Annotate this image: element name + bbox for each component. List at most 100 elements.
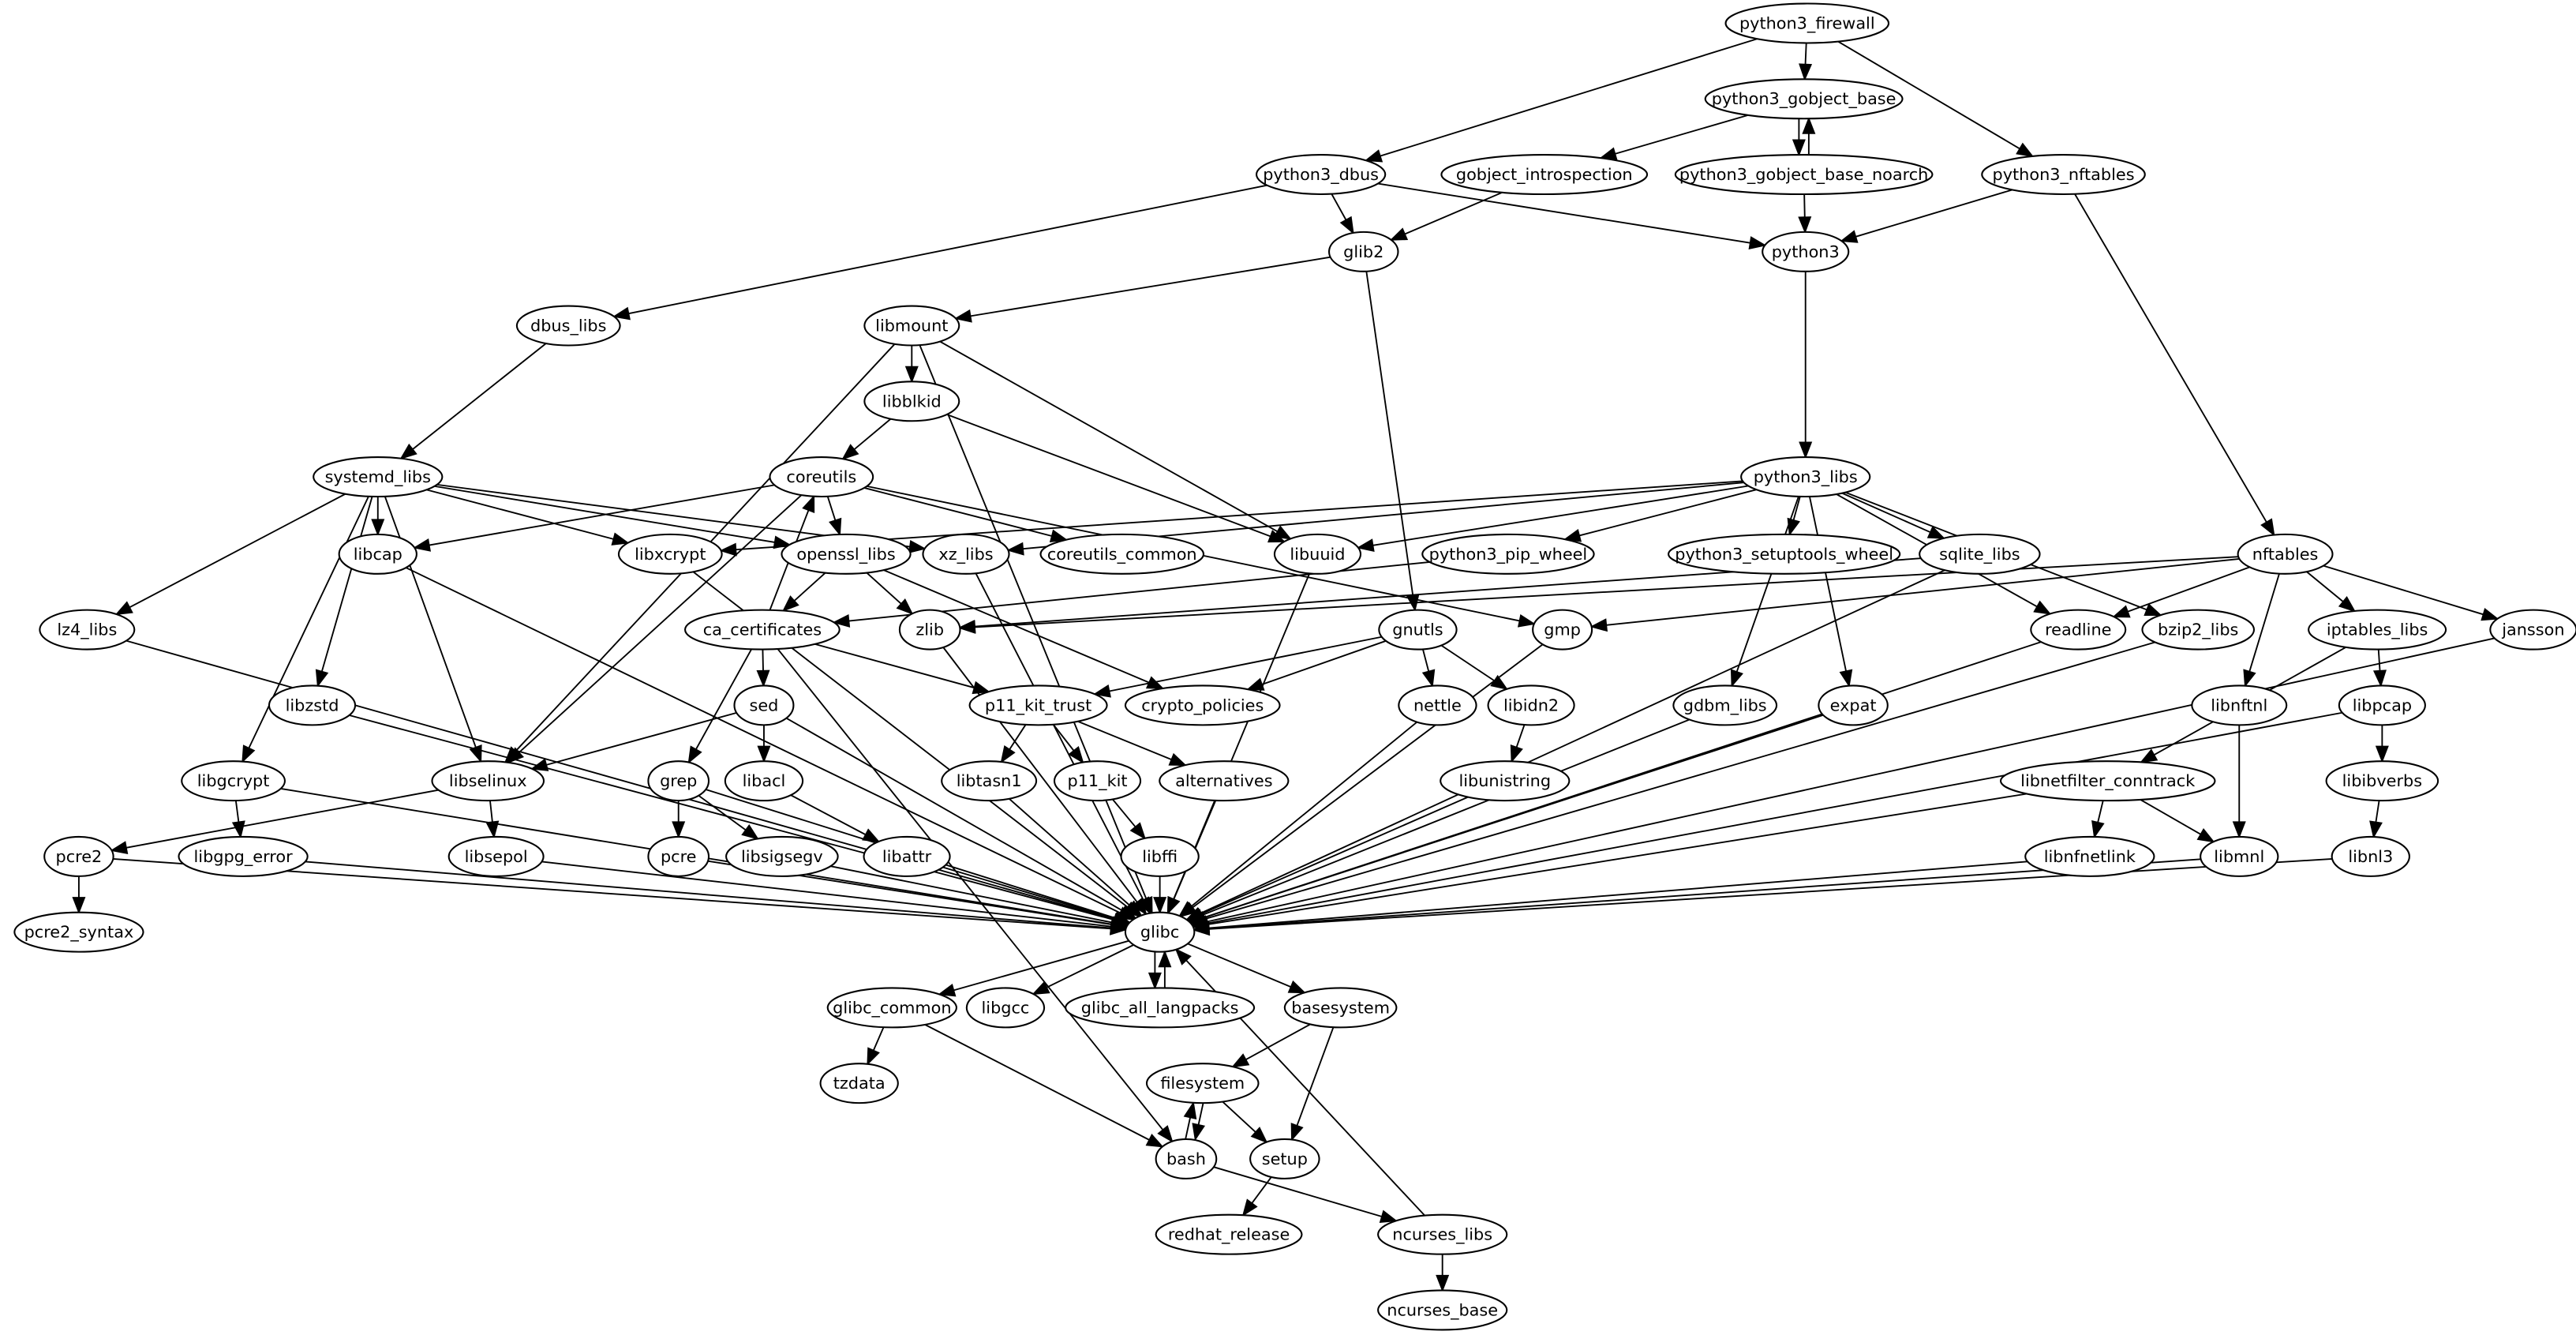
- node-shape: [863, 381, 960, 422]
- node-sqlite-libs: sqlite_libs: [1919, 533, 2041, 575]
- edge-nftables-to-readline: [2112, 566, 2250, 618]
- node-label: openssl_libs: [796, 545, 895, 564]
- node-shape: [39, 609, 136, 651]
- node-label: ncurses_libs: [1392, 1225, 1492, 1244]
- node-shape: [515, 305, 621, 347]
- arrowhead-icon: [867, 1047, 880, 1066]
- node-label: bash: [1166, 1149, 1206, 1168]
- arrowhead-icon: [1798, 216, 1812, 234]
- edge-libgpg_error-to-glibc: [305, 861, 1128, 935]
- arrowhead-icon: [1145, 1133, 1164, 1148]
- edge-line: [1204, 714, 1824, 919]
- arrowhead-icon: [1231, 1053, 1250, 1068]
- node-crypto-policies: crypto_policies: [1124, 684, 1281, 726]
- edge-python3_dbus-to-dbus_libs: [612, 184, 1267, 321]
- node-nftables: nftables: [2237, 533, 2334, 575]
- node-shape: [1440, 153, 1649, 196]
- edge-openssl_libs-to-zlib: [866, 572, 914, 615]
- edge-line: [2375, 800, 2380, 823]
- arrowhead-icon: [1356, 538, 1375, 553]
- node-label: xz_libs: [938, 545, 993, 564]
- node-shape: [1672, 684, 1778, 726]
- node-shape: [1155, 1213, 1303, 1255]
- edge-setup-to-redhat_release: [1241, 1176, 1272, 1217]
- arrowhead-icon: [687, 745, 702, 764]
- edge-python3_firewall-to-python3_dbus: [1364, 38, 1758, 163]
- node-label: pcre2: [56, 847, 103, 866]
- edge-line: [866, 572, 902, 605]
- arrowhead-icon: [530, 758, 549, 771]
- arrowhead-icon: [1267, 530, 1286, 543]
- node-jansson: jansson: [2489, 609, 2576, 651]
- arrowhead-icon: [2091, 819, 2105, 839]
- edge-systemd_libs-to-lz4_libs: [114, 493, 346, 616]
- node-label: python3: [1772, 242, 1840, 261]
- node-label: python3_nftables: [1993, 165, 2135, 184]
- edge-glibc-to-basesystem: [1187, 943, 1307, 994]
- edge-line: [942, 866, 1116, 920]
- edge-libblkid-to-libuuid: [946, 414, 1286, 543]
- arrowhead-icon: [399, 443, 417, 460]
- arrowhead-icon: [1148, 972, 1162, 990]
- edge-line: [1578, 489, 1757, 537]
- arrowhead-icon: [1250, 1127, 1268, 1144]
- node-shape: [863, 305, 960, 347]
- arrowhead-icon: [1589, 618, 1608, 632]
- node-shape: [968, 684, 1108, 726]
- edge-line: [762, 649, 764, 671]
- node-libibverbs: libibverbs: [2325, 760, 2439, 802]
- edge-libibverbs-to-libnl3: [2369, 800, 2383, 839]
- node-shape: [181, 760, 286, 802]
- edge-coreutils-to-coreutils_common: [863, 487, 1069, 543]
- node-gdbm-libs: gdbm_libs: [1672, 684, 1778, 726]
- edge-python3_gobject_base_noarch-to-python3: [1798, 193, 1812, 234]
- edge-line: [1855, 189, 2012, 238]
- node-label: coreutils_common: [1047, 545, 1197, 564]
- edge-line: [2248, 573, 2280, 672]
- edge-libattr-to-glibc: [942, 866, 1132, 925]
- node-label: gnutls: [1392, 621, 1443, 639]
- node-label: libtasn1: [957, 771, 1022, 790]
- node-label: redhat_release: [1168, 1225, 1290, 1244]
- edge-line: [489, 800, 493, 823]
- node-shape: [1124, 911, 1196, 953]
- node-label: nettle: [1413, 696, 1462, 714]
- edge-line: [429, 484, 775, 546]
- node-label: libblkid: [882, 392, 942, 411]
- edge-line: [234, 800, 240, 823]
- arrowhead-icon: [242, 744, 256, 763]
- edge-libnetfilter_conntrack-to-libnfnetlink: [2091, 800, 2105, 839]
- arrowhead-icon: [1174, 947, 1192, 966]
- edge-python3_nftables-to-python3: [1840, 189, 2012, 243]
- edge-line: [1208, 857, 2333, 930]
- arrowhead-icon: [1157, 1125, 1174, 1143]
- node-shape: [2489, 609, 2576, 651]
- edge-line: [975, 556, 2239, 628]
- edge-gnutls-to-libidn2: [1440, 644, 1509, 691]
- edge-libnftnl-to-libmnl: [2232, 725, 2246, 839]
- edge-python3_gobject_base-to-gobject_introspection: [1599, 114, 1749, 160]
- node-shape: [43, 835, 114, 877]
- node-pcre2-syntax: pcre2_syntax: [13, 911, 144, 953]
- node-shape: [724, 760, 804, 802]
- edge-python3_dbus-to-python3: [1377, 182, 1767, 249]
- node-glibc-common: glibc_common: [826, 987, 957, 1029]
- edge-line: [405, 567, 1121, 914]
- node-shape: [2200, 835, 2279, 877]
- arrowhead-icon: [1748, 236, 1767, 249]
- edge-line: [1204, 641, 2155, 920]
- edge-line: [384, 496, 477, 748]
- node-shape: [1378, 609, 1458, 651]
- edge-line: [736, 480, 1743, 551]
- edge-line: [1808, 496, 1847, 672]
- arrowhead-icon: [757, 745, 771, 763]
- edge-filesystem-to-bash: [1192, 1102, 1206, 1142]
- arrowhead-icon: [1287, 980, 1307, 994]
- node-label: setup: [1262, 1149, 1308, 1168]
- arrowhead-icon: [2481, 607, 2499, 621]
- node-label: libmount: [875, 317, 948, 336]
- arrowhead-icon: [756, 669, 770, 688]
- edge-python3_firewall-to-python3_nftables: [1837, 40, 2035, 158]
- arrowhead-icon: [2338, 596, 2357, 613]
- node-tzdata: tzdata: [819, 1063, 899, 1104]
